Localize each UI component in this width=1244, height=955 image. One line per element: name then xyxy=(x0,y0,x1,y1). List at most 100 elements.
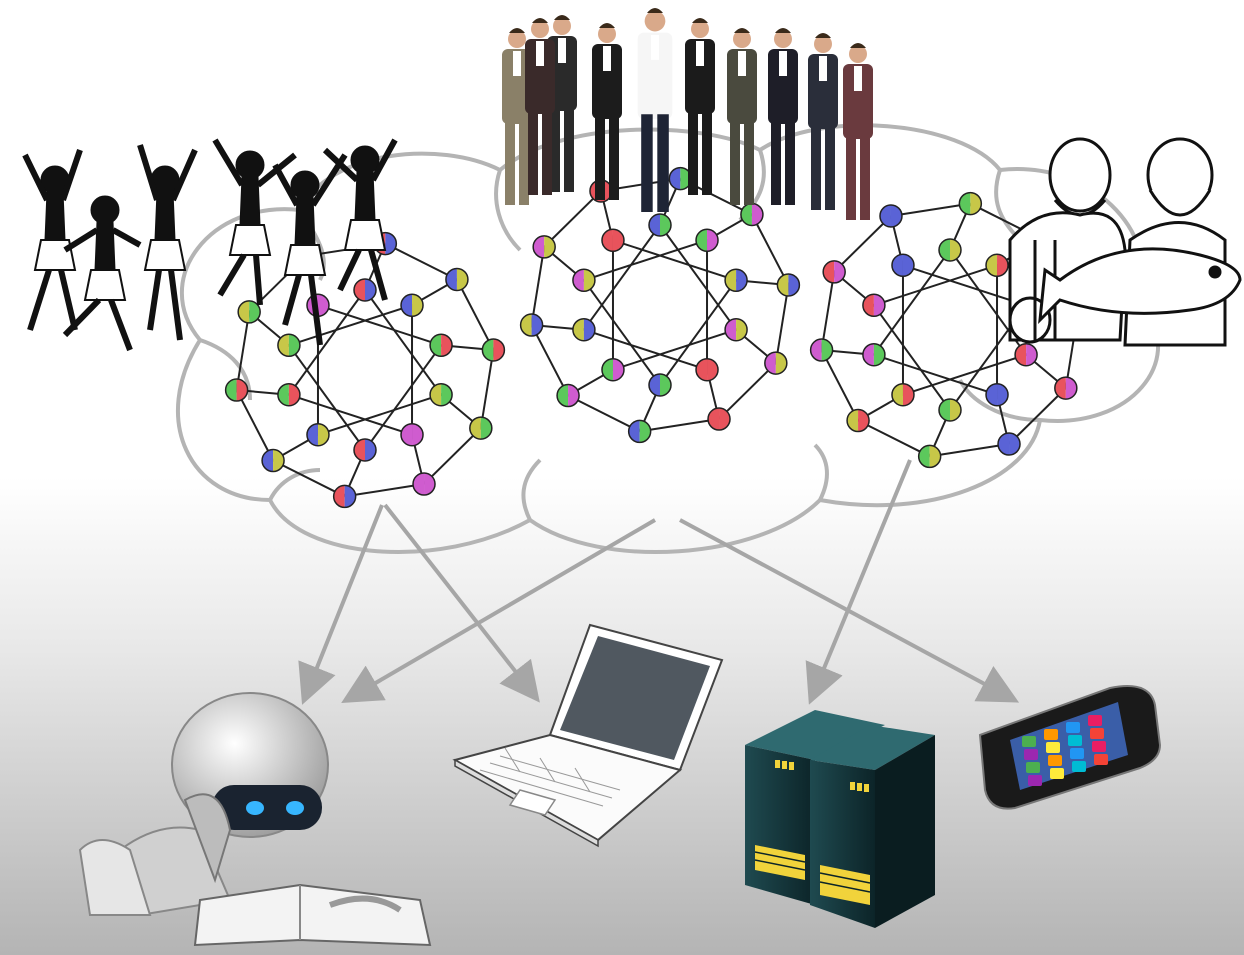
network-node xyxy=(429,382,453,407)
arrow-to-phone xyxy=(679,518,1020,703)
network-node xyxy=(445,267,469,292)
tribal-dancers-group xyxy=(22,138,398,352)
network-node xyxy=(572,317,596,342)
network-edge xyxy=(567,394,641,433)
dancer-silhouette-icon xyxy=(62,195,142,352)
network-node xyxy=(985,382,1009,407)
network-edge xyxy=(583,328,708,371)
phone-app-icon xyxy=(1094,754,1108,765)
arrow-to-server xyxy=(805,459,912,705)
network-edge xyxy=(857,419,931,458)
network-edge xyxy=(423,427,482,485)
network-node xyxy=(224,378,249,402)
network-edge xyxy=(659,279,737,386)
network-left xyxy=(224,231,506,509)
network-node xyxy=(809,338,834,362)
phone-app-icon xyxy=(1090,728,1104,739)
network-middle xyxy=(519,166,801,444)
arrow-to-robot xyxy=(298,504,384,705)
laptop-keyboard xyxy=(479,747,621,807)
dancer-silhouette-icon xyxy=(137,144,198,341)
network-edge xyxy=(317,393,442,436)
dancer-silhouette-icon xyxy=(322,138,398,301)
network-node xyxy=(938,398,962,422)
dancer-silhouette-icon xyxy=(22,149,83,331)
phone-app-icon xyxy=(1026,762,1040,773)
network-edge xyxy=(288,289,366,396)
network-edge xyxy=(929,443,1010,458)
network-node xyxy=(862,293,886,318)
smartphone-icon xyxy=(978,685,1162,810)
network-node xyxy=(997,432,1021,456)
network-edge xyxy=(583,224,661,331)
network-node xyxy=(277,333,301,358)
network-node xyxy=(353,438,377,462)
network-edge xyxy=(612,239,737,282)
network-edge xyxy=(890,202,971,217)
network-node xyxy=(601,357,625,382)
network-node xyxy=(764,351,788,375)
network-edge xyxy=(902,353,1027,396)
network-edge xyxy=(344,483,425,498)
network-edge xyxy=(364,344,442,451)
network-edge xyxy=(317,304,442,347)
network-node xyxy=(707,407,731,431)
network-edge xyxy=(873,304,951,411)
phone-app-icon xyxy=(1072,761,1086,772)
network-edge xyxy=(659,224,737,331)
network-node xyxy=(879,204,903,228)
network-edge xyxy=(364,289,442,396)
network-node xyxy=(532,235,556,259)
network-edge xyxy=(873,249,951,356)
network-node xyxy=(695,228,719,253)
network-node xyxy=(740,202,764,227)
network-right xyxy=(809,191,1091,469)
business-person-icon xyxy=(808,33,838,210)
network-edge xyxy=(543,190,602,248)
business-person-icon xyxy=(685,18,715,195)
network-node xyxy=(695,357,719,382)
dancer-silhouette-icon xyxy=(272,153,348,346)
phone-app-icon xyxy=(1050,768,1064,779)
phone-app-icon xyxy=(1092,741,1106,752)
network-node xyxy=(917,444,942,469)
network-node xyxy=(400,422,424,447)
network-edge xyxy=(384,242,458,281)
business-person-icon xyxy=(525,18,555,195)
phone-app-icon xyxy=(1044,729,1058,740)
network-edge xyxy=(288,344,366,451)
network-node xyxy=(469,416,493,440)
network-node xyxy=(601,228,625,253)
phone-app-icon xyxy=(1046,742,1060,753)
network-edge xyxy=(820,271,836,351)
network-edge xyxy=(833,215,892,273)
business-person-icon xyxy=(727,28,757,205)
robot-reading-icon xyxy=(78,692,432,947)
laptop-icon xyxy=(452,623,724,848)
network-edge xyxy=(530,246,546,326)
network-edge xyxy=(288,393,413,436)
phone-app-icon xyxy=(1028,775,1042,786)
phone-app-icon xyxy=(1048,755,1062,766)
arrow-to-laptop xyxy=(383,503,540,703)
network-node xyxy=(332,484,357,509)
arrow-middle-to-robot xyxy=(341,518,657,704)
network-node xyxy=(412,472,436,496)
network-node xyxy=(556,383,580,408)
network-node xyxy=(400,293,424,318)
network-node xyxy=(985,253,1009,278)
network-node xyxy=(938,238,962,262)
network-edge xyxy=(873,353,998,396)
network-node xyxy=(261,448,285,473)
network-node xyxy=(519,313,544,337)
network-node xyxy=(958,191,983,216)
network-edge xyxy=(456,279,495,351)
network-node xyxy=(237,300,261,324)
network-edge xyxy=(235,311,251,391)
network-node xyxy=(627,419,652,444)
network-node xyxy=(846,408,870,433)
business-person-icon xyxy=(592,23,622,200)
network-edge xyxy=(751,214,790,286)
network-edge xyxy=(235,389,274,461)
